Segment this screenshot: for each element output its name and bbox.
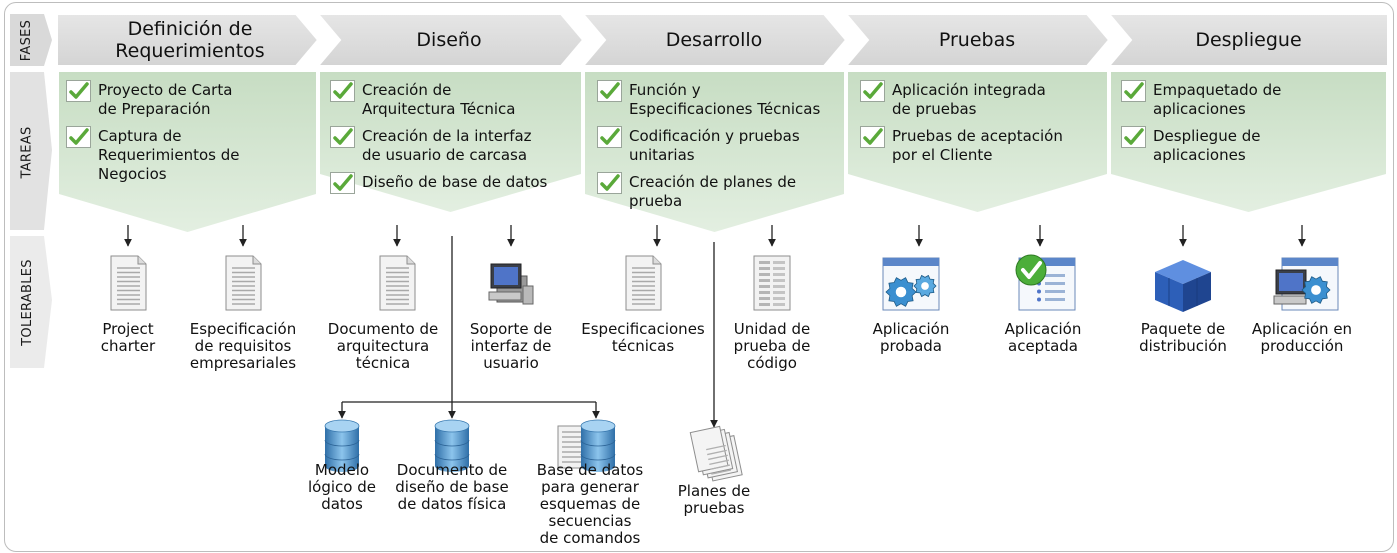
checkmark-icon — [330, 126, 355, 148]
phase-title: Diseño — [416, 29, 482, 51]
side-label-tareas: TAREAS — [19, 125, 35, 179]
checkmark-icon — [66, 126, 91, 148]
task-band — [320, 72, 581, 212]
document-stack-icon — [689, 425, 743, 482]
document-icon — [625, 255, 662, 311]
checkmark-icon — [597, 126, 622, 148]
phase-title: Pruebas — [938, 29, 1016, 51]
phase-title: Despliegue — [1195, 29, 1302, 51]
phase-band — [580, 13, 848, 67]
task-item: Diseño de base de datos — [362, 173, 548, 191]
checkmark-icon — [1121, 126, 1146, 148]
checkmark-icon — [597, 80, 622, 102]
app-gear-icon — [882, 257, 940, 311]
side-label-fases: FASES — [19, 19, 35, 61]
document-icon — [225, 255, 262, 311]
task-band — [1111, 72, 1386, 212]
side-band-fases — [10, 14, 52, 66]
document-icon — [379, 255, 416, 311]
checkmark-icon — [66, 80, 91, 102]
side-band-tareas — [10, 72, 52, 230]
app-check-icon — [1015, 254, 1076, 311]
task-band — [848, 72, 1107, 212]
phase-title: Desarrollo — [665, 29, 763, 51]
database-icon — [324, 419, 360, 472]
checkmark-icon — [860, 126, 885, 148]
checkmark-icon — [1121, 80, 1146, 102]
phase-band — [843, 13, 1111, 67]
task-band — [585, 72, 844, 232]
computer-icon — [488, 263, 534, 305]
task-band — [59, 72, 316, 232]
computer-gear-icon — [1273, 257, 1339, 311]
checkmark-icon — [330, 80, 355, 102]
code-sheet-icon — [753, 255, 791, 311]
side-band-tolerables — [10, 236, 52, 368]
phase-band — [315, 13, 585, 67]
checkmark-icon — [597, 172, 622, 194]
checkmark-icon — [330, 172, 355, 194]
package-cube-icon — [1155, 260, 1211, 312]
phase-band — [56, 13, 320, 67]
database-icon — [580, 419, 616, 472]
database-icon — [434, 419, 470, 472]
checkmark-icon — [860, 80, 885, 102]
side-label-tolerables: TOLERABLES — [19, 258, 35, 346]
phase-band — [1106, 13, 1389, 67]
document-icon — [110, 255, 147, 311]
